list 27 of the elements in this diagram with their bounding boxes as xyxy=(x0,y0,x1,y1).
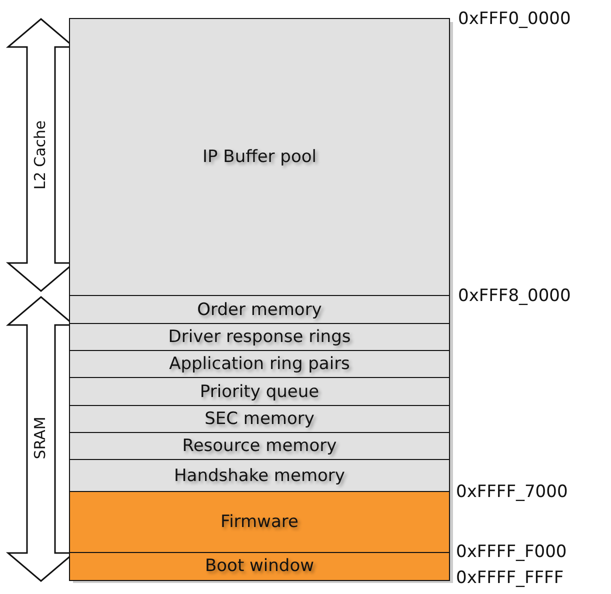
address-label: 0xFFF0_0000 xyxy=(458,9,571,29)
memory-region xyxy=(69,323,450,352)
memory-region xyxy=(69,552,450,580)
memory-region xyxy=(69,405,450,434)
region-label: Boot window xyxy=(204,556,314,576)
region-label: Driver response rings xyxy=(168,327,351,348)
span-label: SRAM xyxy=(31,416,49,460)
memory-region xyxy=(69,432,450,460)
address-label: 0xFFFF_FFFF xyxy=(456,568,564,588)
region-label: Application ring pairs xyxy=(169,354,350,374)
span-label: L2 Cache xyxy=(31,120,49,190)
address-label: 0xFFFF_F000 xyxy=(456,542,567,562)
memory-region xyxy=(69,295,450,324)
region-label: Order memory xyxy=(197,300,322,320)
region-label: Priority queue xyxy=(200,382,320,402)
memory-region xyxy=(69,377,450,406)
region-label: Firmware xyxy=(220,512,298,532)
memory-region xyxy=(69,491,450,554)
region-label: SEC memory xyxy=(204,409,314,430)
memory-region xyxy=(69,18,450,296)
region-label: IP Buffer pool xyxy=(202,147,316,168)
region-label: Resource memory xyxy=(182,436,337,456)
region-label: Handshake memory xyxy=(174,466,345,486)
memory-region xyxy=(69,350,450,378)
address-label: 0xFFF8_0000 xyxy=(458,286,571,306)
address-label: 0xFFFF_7000 xyxy=(456,482,568,502)
memory-region xyxy=(69,459,450,492)
